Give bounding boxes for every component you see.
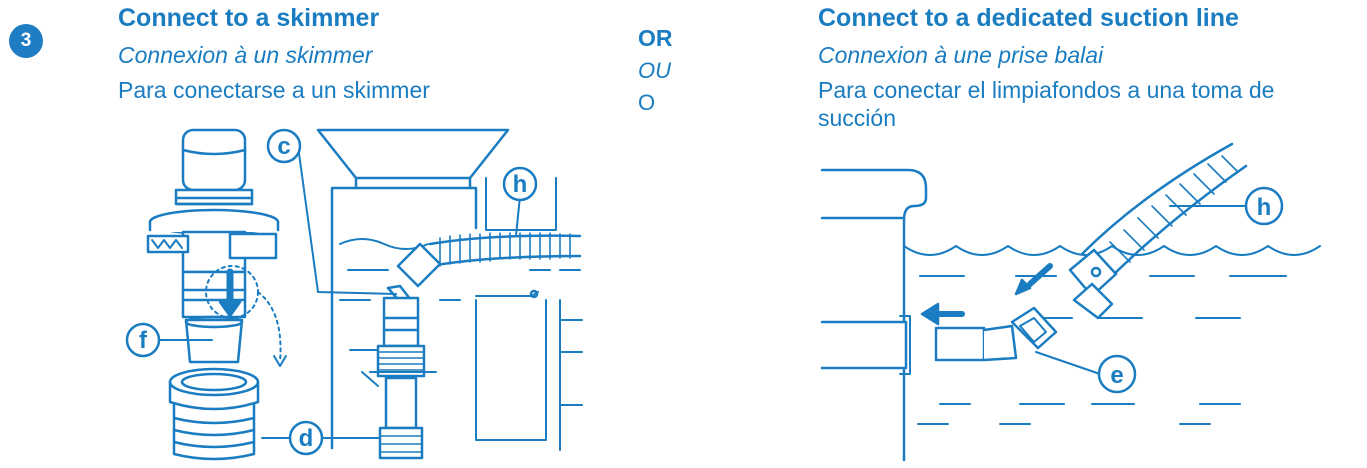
suction-line-drawing: [822, 144, 1320, 460]
callout-e-label: e: [1110, 362, 1123, 389]
skimmer-adapter-drawing: [148, 130, 286, 459]
callout-f-label: f: [139, 327, 148, 354]
callout-d-label: d: [299, 425, 314, 452]
callout-c-label: c: [277, 133, 290, 160]
callout-h-left-label: h: [513, 171, 528, 198]
callout-h-right-label: h: [1257, 194, 1272, 221]
